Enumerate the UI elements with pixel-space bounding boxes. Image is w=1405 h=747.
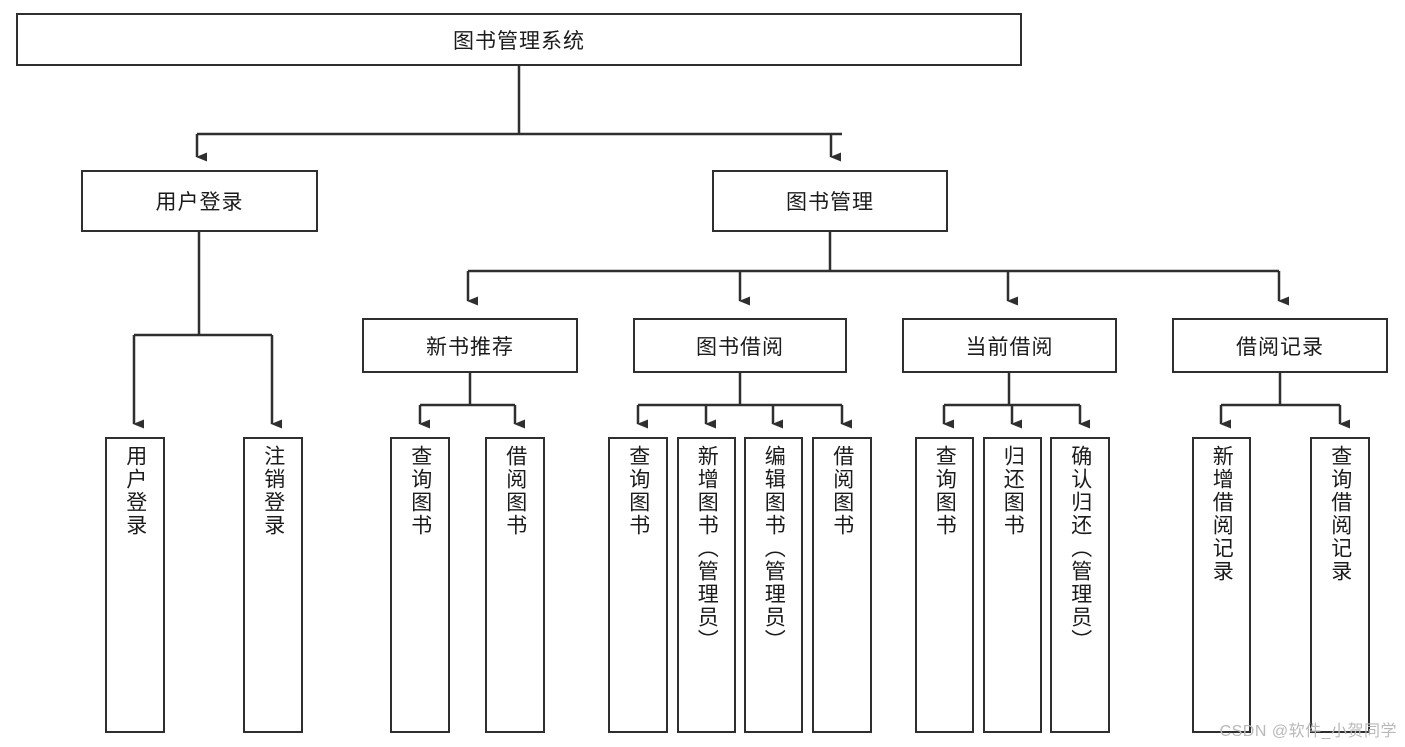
leaf-add-book-admin-label: 新增图书（管理员）: [695, 445, 719, 652]
leaf-borrow-book-2-label: 借阅图书: [830, 445, 854, 537]
node-root-label: 图书管理系统: [453, 29, 585, 53]
leaf-query-borrow-record[interactable]: 查询借阅记录: [1310, 437, 1370, 733]
leaf-borrow-book-1-label: 借阅图书: [503, 445, 527, 537]
leaf-confirm-return-admin-label: 确认归还（管理员）: [1068, 445, 1092, 652]
node-new-book-recommend[interactable]: 新书推荐: [362, 318, 578, 373]
node-borrow-record-label: 借阅记录: [1236, 335, 1324, 359]
leaf-logout-login-label: 注销登录: [261, 445, 285, 537]
leaf-add-book-admin[interactable]: 新增图书（管理员）: [677, 437, 736, 733]
node-user-login[interactable]: 用户登录: [81, 170, 318, 232]
node-root[interactable]: 图书管理系统: [16, 13, 1022, 66]
leaf-query-book-2[interactable]: 查询图书: [608, 437, 668, 733]
leaf-query-book-3[interactable]: 查询图书: [915, 437, 974, 733]
leaf-query-book-3-label: 查询图书: [933, 445, 957, 537]
leaf-edit-book-admin-label: 编辑图书（管理员）: [762, 445, 786, 652]
leaf-user-login[interactable]: 用户登录: [105, 437, 165, 733]
node-book-manage[interactable]: 图书管理: [712, 170, 948, 232]
leaf-add-borrow-record[interactable]: 新增借阅记录: [1192, 437, 1251, 733]
leaf-borrow-book-2[interactable]: 借阅图书: [812, 437, 872, 733]
leaf-add-borrow-record-label: 新增借阅记录: [1210, 445, 1234, 583]
leaf-confirm-return-admin[interactable]: 确认归还（管理员）: [1050, 437, 1110, 733]
leaf-user-login-label: 用户登录: [123, 445, 147, 537]
leaf-return-book[interactable]: 归还图书: [983, 437, 1042, 733]
node-new-book-recommend-label: 新书推荐: [426, 335, 514, 359]
leaf-edit-book-admin[interactable]: 编辑图书（管理员）: [744, 437, 803, 733]
leaf-query-book-1[interactable]: 查询图书: [390, 437, 450, 733]
node-current-borrow-label: 当前借阅: [965, 335, 1054, 359]
node-book-borrow-label: 图书借阅: [696, 335, 784, 359]
leaf-borrow-book-1[interactable]: 借阅图书: [485, 437, 545, 733]
leaf-logout-login[interactable]: 注销登录: [243, 437, 303, 733]
node-book-manage-label: 图书管理: [786, 191, 874, 214]
node-book-borrow[interactable]: 图书借阅: [633, 318, 847, 373]
node-user-login-label: 用户登录: [155, 191, 244, 214]
leaf-return-book-label: 归还图书: [1001, 445, 1025, 537]
leaf-query-book-1-label: 查询图书: [408, 445, 432, 537]
leaf-query-borrow-record-label: 查询借阅记录: [1328, 445, 1352, 583]
node-borrow-record[interactable]: 借阅记录: [1172, 318, 1388, 373]
node-current-borrow[interactable]: 当前借阅: [902, 318, 1117, 373]
leaf-query-book-2-label: 查询图书: [626, 445, 650, 537]
